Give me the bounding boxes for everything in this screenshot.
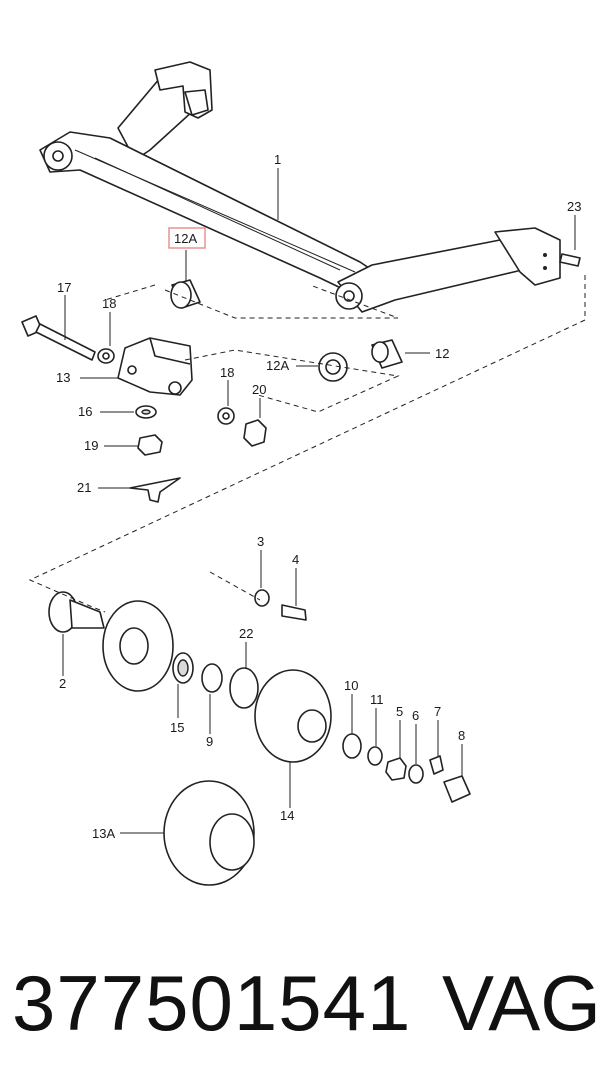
brand-name: VAG: [442, 959, 600, 1047]
callout-8: 8: [458, 728, 465, 743]
callout-18-upper: 18: [102, 296, 116, 311]
callout-19: 19: [84, 438, 98, 453]
callout-13: 13: [56, 370, 70, 385]
leader-lines: [28, 168, 586, 834]
callout-14: 14: [280, 808, 294, 823]
callout-16: 16: [78, 404, 92, 419]
callout-7: 7: [434, 704, 441, 719]
callout-1: 1: [274, 152, 281, 167]
callout-5: 5: [396, 704, 403, 719]
callout-11: 11: [370, 692, 384, 707]
callout-15: 15: [170, 720, 184, 735]
callout-9: 9: [206, 734, 213, 749]
parts-diagram: 1 23 12A 17 18 12A 12 13 18 20 16 19 21 …: [21, 61, 586, 886]
axle-beam: [39, 61, 581, 313]
callout-12a-highlight: 12A: [174, 231, 197, 246]
callout-3: 3: [257, 534, 264, 549]
mounting-bracket: [21, 279, 403, 503]
callout-18-lower: 18: [220, 365, 234, 380]
callout-2: 2: [59, 676, 66, 691]
callout-20: 20: [252, 382, 266, 397]
part-number: 377501541: [12, 959, 412, 1047]
callout-6: 6: [412, 708, 419, 723]
callout-12: 12: [435, 346, 449, 361]
callout-23: 23: [567, 199, 581, 214]
callout-4: 4: [292, 552, 299, 567]
highlight-box: [168, 227, 206, 249]
callout-22: 22: [239, 626, 253, 641]
callout-13a: 13A: [92, 826, 115, 841]
callout-17: 17: [57, 280, 71, 295]
callout-12a: 12A: [266, 358, 289, 373]
callout-10: 10: [344, 678, 358, 693]
callout-labels: 1 23 12A 17 18 12A 12 13 18 20 16 19 21 …: [56, 152, 581, 841]
callout-21: 21: [77, 480, 91, 495]
